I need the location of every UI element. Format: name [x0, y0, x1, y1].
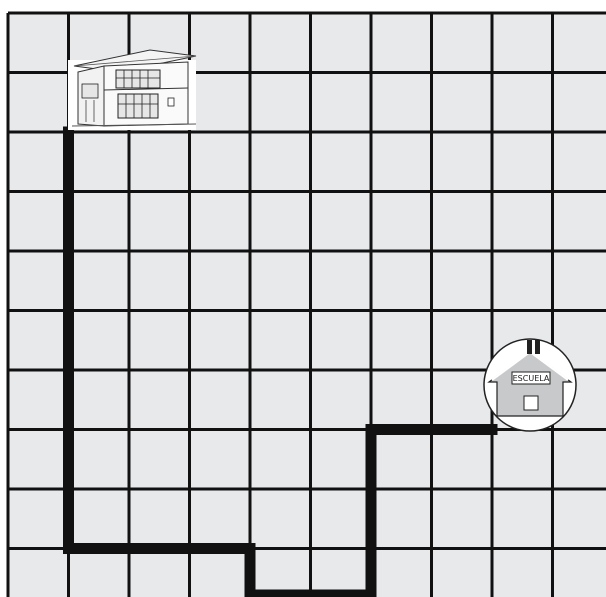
grid-cell [8, 489, 69, 549]
grid-cell [311, 370, 372, 430]
grid-cell [492, 489, 553, 549]
grid-cell [311, 251, 372, 311]
grid-cell [69, 370, 130, 430]
grid-cell [553, 430, 606, 490]
grid-cell [129, 251, 190, 311]
grid-cell [371, 430, 432, 490]
grid-cell [190, 311, 251, 371]
grid-cell [432, 311, 493, 371]
grid-cell [69, 430, 130, 490]
grid-cell [129, 311, 190, 371]
grid-cell [553, 132, 606, 192]
grid-cell [8, 13, 69, 73]
grid-cell [311, 132, 372, 192]
grid-cell [8, 549, 69, 597]
grid-cell [250, 192, 311, 252]
grid-cell [432, 489, 493, 549]
grid-cell [311, 430, 372, 490]
grid-cell [311, 311, 372, 371]
grid-cell [250, 489, 311, 549]
house-icon [68, 50, 196, 130]
grid-cell [129, 549, 190, 597]
grid-cell [371, 192, 432, 252]
grid-cell [311, 192, 372, 252]
grid-cell [190, 549, 251, 597]
grid-cell [190, 13, 251, 73]
school-label: ESCUELA [513, 374, 550, 383]
grid-cell [311, 13, 372, 73]
grid-cell [69, 192, 130, 252]
grid-cell [69, 132, 130, 192]
grid-cell [190, 489, 251, 549]
grid-cell [250, 132, 311, 192]
grid-cell [8, 370, 69, 430]
grid-cell [371, 132, 432, 192]
grid-cell [8, 132, 69, 192]
grid-cell [311, 489, 372, 549]
grid-cell [129, 192, 190, 252]
grid-cell [190, 430, 251, 490]
grid-cell [432, 370, 493, 430]
grid-cell [371, 549, 432, 597]
grid-cell [492, 251, 553, 311]
grid-cell [371, 489, 432, 549]
grid-cell [553, 192, 606, 252]
grid-cell [432, 430, 493, 490]
grid-cell [69, 489, 130, 549]
grid-cell [8, 73, 69, 133]
grid-cell [8, 430, 69, 490]
grid-cell [371, 251, 432, 311]
grid-cell [432, 132, 493, 192]
grid-cell [371, 73, 432, 133]
grid-cell [492, 73, 553, 133]
grid-cell [432, 251, 493, 311]
grid-cell [69, 311, 130, 371]
grid-cell [553, 73, 606, 133]
grid-cell [190, 73, 251, 133]
grid-cell [129, 489, 190, 549]
grid-cell [250, 311, 311, 371]
grid-cell [432, 73, 493, 133]
grid-cell [69, 251, 130, 311]
grid-cell [311, 73, 372, 133]
grid-cell [553, 549, 606, 597]
grid-cell [8, 251, 69, 311]
grid-cell [250, 251, 311, 311]
grid-cell [129, 370, 190, 430]
grid-cell [371, 370, 432, 430]
grid-cell [492, 430, 553, 490]
grid-cell [69, 549, 130, 597]
grid-cell [250, 13, 311, 73]
grid-cell [190, 132, 251, 192]
grid-cell [190, 192, 251, 252]
grid-cell [371, 13, 432, 73]
grid-cell [492, 549, 553, 597]
grid-cell [8, 192, 69, 252]
grid-cell [129, 132, 190, 192]
grid-cell [492, 192, 553, 252]
grid-cell [250, 73, 311, 133]
grid-cell [250, 430, 311, 490]
grid-cell [371, 311, 432, 371]
grid-cell [432, 13, 493, 73]
grid-cell [190, 251, 251, 311]
grid-cell [553, 251, 606, 311]
grid-cell [492, 132, 553, 192]
grid-cell [8, 311, 69, 371]
grid-cell [190, 370, 251, 430]
grid-cell [432, 192, 493, 252]
school-icon: ESCUELA [484, 339, 576, 431]
grid-cell [553, 13, 606, 73]
grid-cell [553, 489, 606, 549]
grid-cell [492, 13, 553, 73]
grid-cell [129, 430, 190, 490]
grid-cell [432, 549, 493, 597]
grid-cell [250, 370, 311, 430]
